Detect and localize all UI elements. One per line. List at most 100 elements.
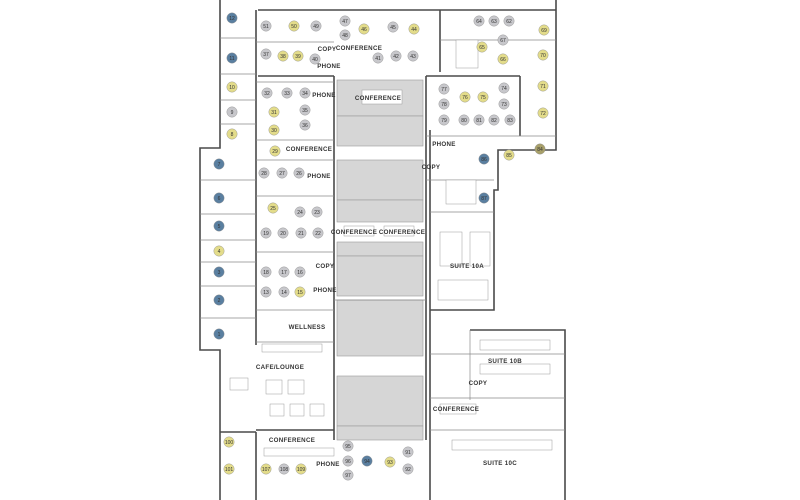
office-42[interactable]: 42 bbox=[390, 50, 402, 62]
office-28[interactable]: 28 bbox=[258, 167, 270, 179]
office-82[interactable]: 82 bbox=[488, 114, 500, 126]
office-76[interactable]: 76 bbox=[459, 91, 471, 103]
office-4[interactable]: 4 bbox=[213, 245, 225, 257]
office-22[interactable]: 22 bbox=[312, 227, 324, 239]
office-8[interactable]: 8 bbox=[226, 128, 238, 140]
office-86[interactable]: 86 bbox=[478, 153, 490, 165]
office-11[interactable]: 11 bbox=[226, 52, 238, 64]
office-2[interactable]: 2 bbox=[213, 294, 225, 306]
office-30[interactable]: 30 bbox=[268, 124, 280, 136]
office-73[interactable]: 73 bbox=[498, 98, 510, 110]
office-96[interactable]: 96 bbox=[342, 455, 354, 467]
office-45[interactable]: 45 bbox=[387, 21, 399, 33]
office-29[interactable]: 29 bbox=[269, 145, 281, 157]
office-6[interactable]: 6 bbox=[213, 192, 225, 204]
office-49[interactable]: 49 bbox=[310, 20, 322, 32]
office-107[interactable]: 107 bbox=[260, 463, 272, 475]
office-23[interactable]: 23 bbox=[311, 206, 323, 218]
office-40[interactable]: 40 bbox=[309, 53, 321, 65]
office-number: 62 bbox=[506, 19, 512, 25]
office-91[interactable]: 91 bbox=[402, 446, 414, 458]
office-77[interactable]: 77 bbox=[438, 83, 450, 95]
office-75[interactable]: 75 bbox=[477, 91, 489, 103]
office-24[interactable]: 24 bbox=[294, 206, 306, 218]
office-38[interactable]: 38 bbox=[277, 50, 289, 62]
office-81[interactable]: 81 bbox=[473, 114, 485, 126]
office-31[interactable]: 31 bbox=[268, 106, 280, 118]
office-84[interactable]: 84 bbox=[534, 143, 546, 155]
office-bubble bbox=[309, 53, 321, 65]
office-92[interactable]: 92 bbox=[402, 463, 414, 475]
office-16[interactable]: 16 bbox=[294, 266, 306, 278]
office-33[interactable]: 33 bbox=[281, 87, 293, 99]
office-18[interactable]: 18 bbox=[260, 266, 272, 278]
office-97[interactable]: 97 bbox=[342, 469, 354, 481]
office-17[interactable]: 17 bbox=[278, 266, 290, 278]
office-34[interactable]: 34 bbox=[299, 87, 311, 99]
office-50[interactable]: 50 bbox=[288, 20, 300, 32]
office-46[interactable]: 46 bbox=[358, 23, 370, 35]
office-108[interactable]: 108 bbox=[278, 463, 290, 475]
office-15[interactable]: 15 bbox=[294, 286, 306, 298]
office-number: 16 bbox=[297, 270, 303, 276]
office-20[interactable]: 20 bbox=[277, 227, 289, 239]
office-44[interactable]: 44 bbox=[408, 23, 420, 35]
office-14[interactable]: 14 bbox=[278, 286, 290, 298]
office-79[interactable]: 79 bbox=[438, 114, 450, 126]
office-48[interactable]: 48 bbox=[339, 29, 351, 41]
office-80[interactable]: 80 bbox=[458, 114, 470, 126]
office-95[interactable]: 95 bbox=[342, 440, 354, 452]
office-10[interactable]: 10 bbox=[226, 81, 238, 93]
office-87[interactable]: 87 bbox=[478, 192, 490, 204]
office-109[interactable]: 109 bbox=[295, 463, 307, 475]
office-25[interactable]: 25 bbox=[267, 202, 279, 214]
office-26[interactable]: 26 bbox=[293, 167, 305, 179]
office-13[interactable]: 13 bbox=[260, 286, 272, 298]
office-35[interactable]: 35 bbox=[299, 104, 311, 116]
office-39[interactable]: 39 bbox=[292, 50, 304, 62]
office-47[interactable]: 47 bbox=[339, 15, 351, 27]
office-number: 10 bbox=[229, 85, 235, 91]
office-43[interactable]: 43 bbox=[407, 50, 419, 62]
office-71[interactable]: 71 bbox=[537, 80, 549, 92]
office-1[interactable]: 1 bbox=[213, 328, 225, 340]
office-70[interactable]: 70 bbox=[537, 49, 549, 61]
office-21[interactable]: 21 bbox=[295, 227, 307, 239]
office-83[interactable]: 83 bbox=[504, 114, 516, 126]
office-9[interactable]: 9 bbox=[226, 106, 238, 118]
office-65[interactable]: 65 bbox=[476, 41, 488, 53]
office-85[interactable]: 85 bbox=[503, 149, 515, 161]
office-number: 18 bbox=[263, 270, 269, 276]
office-94[interactable]: 94 bbox=[361, 455, 373, 467]
office-101[interactable]: 101 bbox=[223, 463, 235, 475]
office-12[interactable]: 12 bbox=[226, 12, 238, 24]
office-66[interactable]: 66 bbox=[497, 53, 509, 65]
office-27[interactable]: 27 bbox=[276, 167, 288, 179]
office-5[interactable]: 5 bbox=[213, 220, 225, 232]
office-bubble bbox=[292, 50, 304, 62]
office-72[interactable]: 72 bbox=[537, 107, 549, 119]
office-100[interactable]: 100 bbox=[223, 436, 235, 448]
office-69[interactable]: 69 bbox=[538, 24, 550, 36]
office-78[interactable]: 78 bbox=[438, 98, 450, 110]
office-32[interactable]: 32 bbox=[261, 87, 273, 99]
room-label-conf-core-left: CONFERENCE bbox=[331, 229, 377, 236]
office-41[interactable]: 41 bbox=[372, 52, 384, 64]
office-19[interactable]: 19 bbox=[260, 227, 272, 239]
office-51[interactable]: 51 bbox=[260, 20, 272, 32]
office-37[interactable]: 37 bbox=[260, 48, 272, 60]
office-93[interactable]: 93 bbox=[384, 456, 396, 468]
office-bubble bbox=[293, 167, 305, 179]
office-number: 3 bbox=[218, 270, 221, 276]
office-74[interactable]: 74 bbox=[498, 82, 510, 94]
office-63[interactable]: 63 bbox=[488, 15, 500, 27]
office-62[interactable]: 62 bbox=[503, 15, 515, 27]
office-bubble bbox=[402, 446, 414, 458]
room-label-copy-bottom: COPY bbox=[469, 380, 488, 387]
office-3[interactable]: 3 bbox=[213, 266, 225, 278]
office-7[interactable]: 7 bbox=[213, 158, 225, 170]
office-36[interactable]: 36 bbox=[299, 119, 311, 131]
office-64[interactable]: 64 bbox=[473, 15, 485, 27]
office-67[interactable]: 67 bbox=[497, 34, 509, 46]
office-number: 64 bbox=[476, 19, 482, 25]
